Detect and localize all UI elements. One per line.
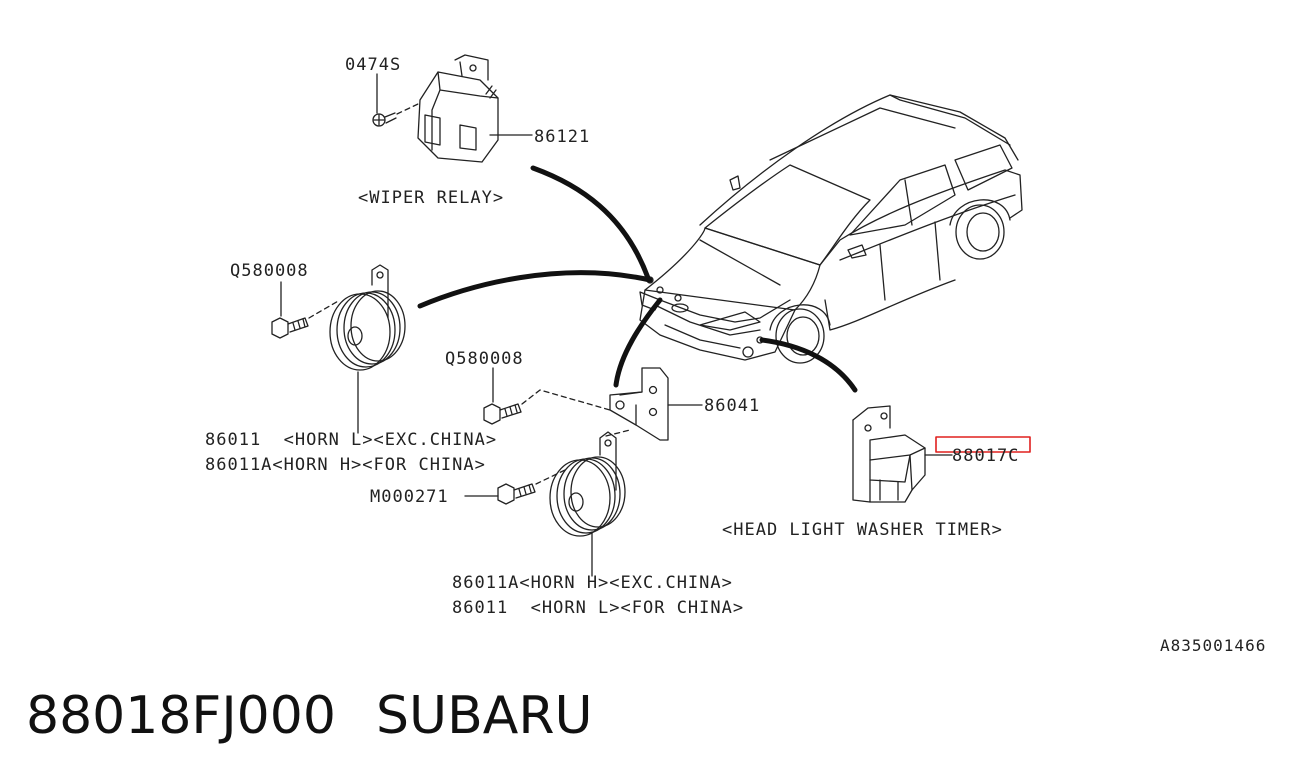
label-wiper-relay-name: <WIPER RELAY> — [358, 188, 505, 208]
label-wiper-screw[interactable]: 0474S — [345, 55, 402, 75]
label-horn-bolt-2[interactable]: Q580008 — [445, 349, 524, 369]
bracket-drawing — [484, 368, 702, 440]
label-wiper-relay-no[interactable]: 86121 — [534, 127, 591, 147]
label-horn-upper-1[interactable]: 86011 <HORN L><EXC.CHINA> — [205, 430, 498, 450]
footer-part-number: 88018FJ000 — [26, 686, 336, 746]
label-timer-no[interactable]: 88017C — [952, 446, 1020, 466]
upper-horn-drawing — [272, 265, 405, 433]
footer-brand: SUBARU — [376, 686, 593, 746]
diagram-reference: A835001466 — [1160, 636, 1267, 655]
label-horn-bolt-1[interactable]: Q580008 — [230, 261, 309, 281]
label-timer-name: <HEAD LIGHT WASHER TIMER> — [722, 520, 1003, 540]
label-horn-bolt-3[interactable]: M000271 — [370, 487, 449, 507]
car-illustration — [640, 95, 1022, 363]
label-horn-upper-2[interactable]: 86011A<HORN H><FOR CHINA> — [205, 455, 486, 475]
wiper-relay-drawing — [373, 55, 532, 162]
label-horn-lower-2[interactable]: 86011 <HORN L><FOR CHINA> — [452, 598, 745, 618]
lower-horn-drawing — [465, 430, 630, 576]
washer-timer-drawing — [853, 406, 952, 502]
location-leaders — [420, 168, 855, 390]
highlight-box — [936, 437, 1030, 452]
label-horn-lower-1[interactable]: 86011A<HORN H><EXC.CHINA> — [452, 573, 733, 593]
label-bracket[interactable]: 86041 — [704, 396, 761, 416]
